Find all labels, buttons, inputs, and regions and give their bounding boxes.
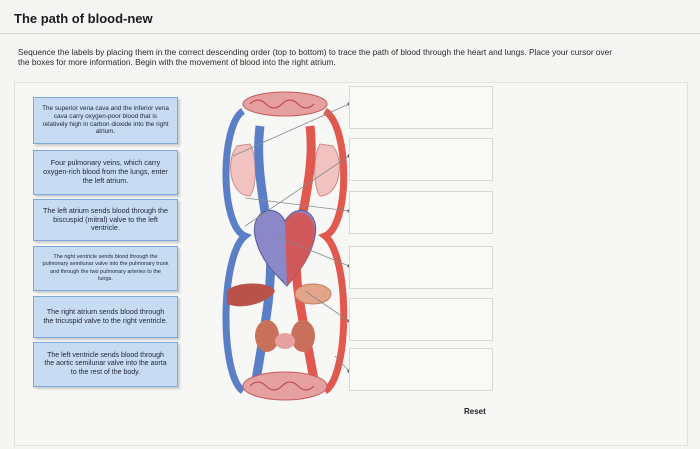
label-card-left-ventricle[interactable]: The left ventricle sends blood through t… <box>33 342 178 387</box>
label-card-text: The superior vena cava and the inferior … <box>42 105 169 136</box>
label-card-right-atrium[interactable]: The right atrium sends blood through the… <box>33 296 178 338</box>
title-divider <box>0 33 700 34</box>
answer-drop-box-3[interactable] <box>349 191 493 234</box>
answer-drop-box-4[interactable] <box>349 246 493 289</box>
label-card-pulmonary-veins[interactable]: Four pulmonary veins, which carry oxygen… <box>33 150 178 195</box>
label-card-text: The right atrium sends blood through the… <box>43 307 168 325</box>
answer-drop-box-1[interactable] <box>349 86 493 129</box>
page-title: The path of blood-new <box>14 11 153 26</box>
label-card-vena-cava[interactable]: The superior vena cava and the inferior … <box>33 97 178 144</box>
answer-drop-box-5[interactable] <box>349 298 493 341</box>
label-card-left-atrium[interactable]: The left atrium sends blood through the … <box>33 199 178 241</box>
reset-button[interactable]: Reset <box>464 407 486 416</box>
label-card-text: The right ventricle sends blood through … <box>42 254 169 282</box>
instructions: Sequence the labels by placing them in t… <box>18 47 613 67</box>
heart-lungs-circulation-diagram <box>222 91 351 401</box>
label-card-text: Four pulmonary veins, which carry oxygen… <box>43 158 168 185</box>
answer-drop-box-6[interactable] <box>349 348 493 391</box>
answer-drop-box-2[interactable] <box>349 138 493 181</box>
label-card-right-ventricle[interactable]: The right ventricle sends blood through … <box>33 246 178 291</box>
label-card-text: The left atrium sends blood through the … <box>42 205 169 233</box>
label-card-text: The left ventricle sends blood through t… <box>44 351 167 376</box>
